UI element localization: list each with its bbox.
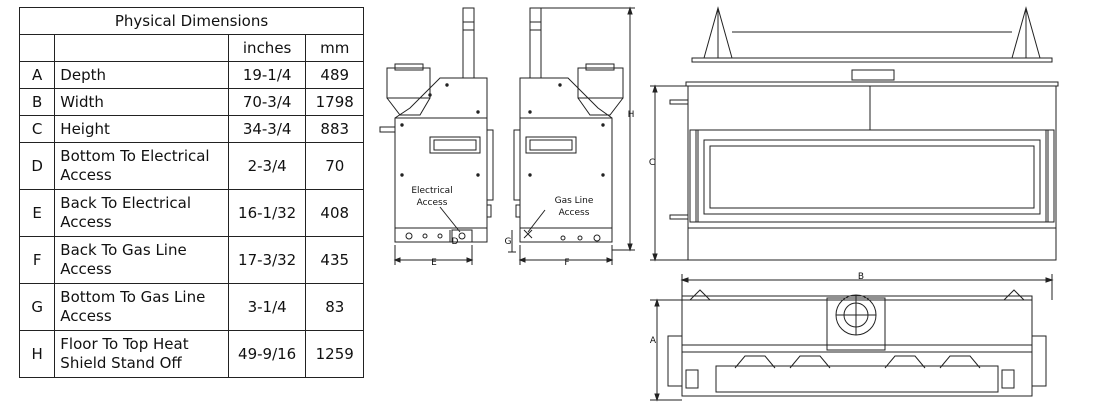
row-desc: Floor To Top Heat Shield Stand Off — [54, 330, 229, 378]
row-mm: 70 — [305, 142, 364, 190]
table-row: E Back To Electrical Access 16-1/32 408 — [18, 189, 364, 237]
physical-dimensions-table: Physical Dimensions inches mm A Depth 19… — [18, 7, 364, 378]
electrical-access-label-line2: Access — [417, 198, 448, 208]
row-key: E — [18, 189, 56, 237]
front-view — [650, 6, 1059, 262]
row-desc: Back To Electrical Access — [54, 189, 229, 237]
row-mm: 435 — [305, 236, 364, 284]
row-key: C — [18, 115, 56, 143]
row-mm: 408 — [305, 189, 364, 237]
row-mm: 1798 — [305, 88, 364, 116]
row-desc: Height — [54, 115, 229, 143]
side-view-gas — [508, 6, 635, 265]
table-row: D Bottom To Electrical Access 2-3/4 70 — [18, 142, 364, 190]
row-key: F — [18, 236, 56, 284]
dim-label-b: B — [858, 272, 864, 282]
side-view-electrical — [379, 7, 494, 265]
dim-label-g: G — [505, 237, 512, 247]
dim-label-a: A — [650, 336, 657, 346]
row-inches: 49-9/16 — [227, 330, 307, 378]
row-mm: 1259 — [305, 330, 364, 378]
row-key: D — [18, 142, 56, 190]
dim-label-e: E — [431, 258, 437, 268]
dim-label-c: C — [649, 158, 655, 168]
header-key-blank — [18, 34, 56, 62]
table-row: F Back To Gas Line Access 17-3/32 435 — [18, 236, 364, 284]
dim-label-f: F — [564, 258, 569, 268]
dim-label-h: H — [628, 110, 635, 120]
row-inches: 17-3/32 — [227, 236, 307, 284]
row-desc: Bottom To Gas Line Access — [54, 283, 229, 331]
row-key: B — [18, 88, 56, 116]
table-row: G Bottom To Gas Line Access 3-1/4 83 — [18, 283, 364, 331]
row-inches: 16-1/32 — [227, 189, 307, 237]
table-title: Physical Dimensions — [19, 7, 364, 35]
row-inches: 70-3/4 — [227, 88, 307, 116]
row-mm: 489 — [305, 61, 364, 89]
gas-line-access-label-line2: Access — [559, 208, 590, 218]
row-desc: Back To Gas Line Access — [54, 236, 229, 284]
row-key: A — [18, 61, 56, 89]
row-desc: Width — [54, 88, 229, 116]
electrical-access-label-line1: Electrical — [411, 186, 452, 196]
dim-label-d: D — [452, 237, 459, 247]
row-inches: 3-1/4 — [227, 283, 307, 331]
row-desc: Bottom To Electrical Access — [54, 142, 229, 190]
row-key: H — [18, 330, 56, 378]
top-view — [650, 274, 1054, 402]
table-row: A Depth 19-1/4 489 — [18, 61, 364, 89]
header-inches: inches — [227, 34, 307, 62]
table-row: H Floor To Top Heat Shield Stand Off 49-… — [18, 330, 364, 378]
row-inches: 2-3/4 — [227, 142, 307, 190]
table-row: B Width 70-3/4 1798 — [18, 88, 364, 116]
row-inches: 19-1/4 — [227, 61, 307, 89]
row-mm: 83 — [305, 283, 364, 331]
row-mm: 883 — [305, 115, 364, 143]
gas-line-access-label-line1: Gas Line — [555, 196, 594, 206]
